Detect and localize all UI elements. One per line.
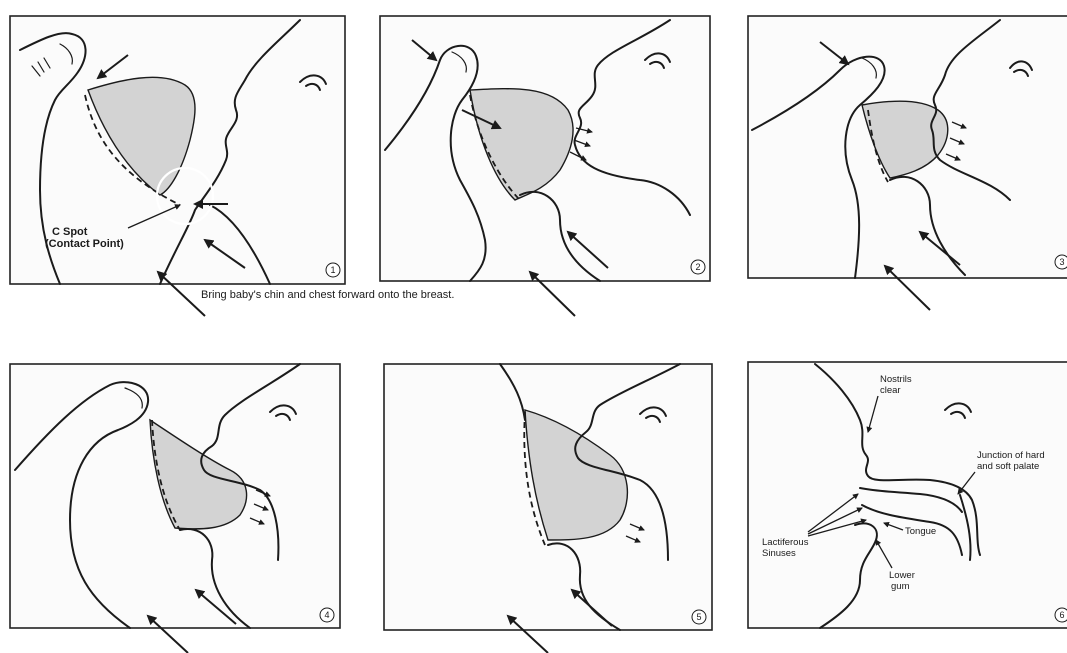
junction-label: Junction of hard [977, 450, 1045, 461]
panel-1: C Spot (Contact Point) 1 [10, 16, 345, 284]
panel-4-number: 4 [324, 610, 329, 620]
panel-3: 3 [748, 16, 1067, 278]
lactiferous-label: Lactiferous [762, 537, 809, 548]
nostrils-sublabel: clear [880, 385, 901, 396]
panel-2-number: 2 [695, 262, 700, 272]
lower-gum-sublabel: gum [891, 581, 910, 592]
lactiferous-sublabel: Sinuses [762, 548, 796, 559]
panel-1-number: 1 [330, 265, 335, 275]
cspot-sublabel: (Contact Point) [45, 238, 124, 250]
panel-6-number: 6 [1059, 610, 1064, 620]
tongue-label: Tongue [905, 526, 936, 537]
lower-gum-label: Lower [889, 570, 915, 581]
panel-5: 5 [384, 364, 712, 653]
cspot-label: C Spot [52, 226, 88, 238]
junction-sublabel: and soft palate [977, 461, 1039, 472]
panel-5-number: 5 [696, 612, 701, 622]
nostrils-label: Nostrils [880, 374, 912, 385]
panel-3-number: 3 [1059, 257, 1064, 267]
caption: Bring baby's chin and chest forward onto… [201, 289, 454, 301]
panel-2: 2 [380, 16, 710, 281]
panel-6: Nostrils clear Junction of hard and soft… [748, 362, 1067, 628]
panel-4: 4 [10, 364, 340, 653]
